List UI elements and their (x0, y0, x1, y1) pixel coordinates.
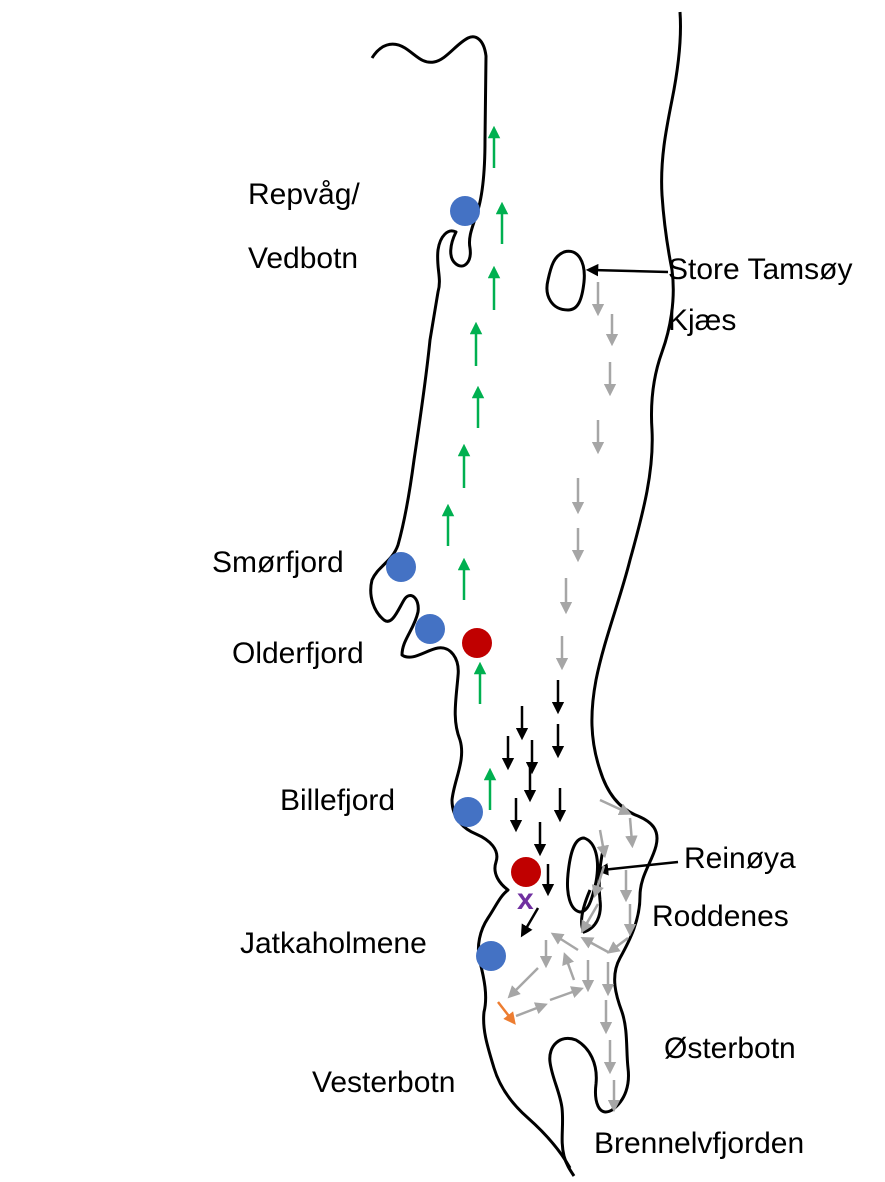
site-smorfjord (386, 552, 416, 582)
site-billefjord (453, 797, 483, 827)
site-repvag (450, 196, 480, 226)
gray-arrow (591, 865, 606, 898)
pointer-reinoya (595, 860, 679, 876)
black-arrow (520, 907, 540, 938)
gray-arrows (555, 282, 619, 671)
gray-circulation-arrows (507, 798, 638, 1113)
black-arrows (501, 680, 567, 938)
gray-arrow (625, 817, 638, 849)
reinoya-island (566, 836, 599, 914)
site-olderfjord (415, 614, 445, 644)
blue-sites (386, 196, 506, 971)
label-billefjord: Billefjord (280, 784, 395, 817)
gray-arrow (549, 986, 584, 1002)
label-vesterbotn: Vesterbotn (312, 1066, 455, 1099)
label-brennelvfjorden: Brennelvfjorden (594, 1127, 804, 1160)
label-jatkaholmene: Jatkaholmene (240, 927, 427, 960)
gray-arrow (580, 937, 609, 954)
gray-arrow (607, 937, 629, 954)
label-reinoya: Reinøya (684, 842, 796, 875)
gray-arrow (596, 829, 610, 859)
label-vedbotn: Vedbotn (248, 242, 358, 275)
label-kjaes: Kjæs (668, 304, 736, 337)
label-roddenes: Roddenes (652, 900, 789, 933)
pointer-store-tamsoy (585, 263, 669, 277)
site-red-south (511, 857, 541, 887)
store-tamsoy-island (545, 249, 586, 312)
x-marker: x (517, 883, 534, 916)
east-coastline (548, 11, 683, 1177)
label-osterbotn: Østerbotn (664, 1032, 796, 1065)
site-jatkaholmene (476, 941, 506, 971)
gray-arrow (599, 798, 632, 816)
label-smorfjord: Smørfjord (212, 546, 344, 579)
site-red-olderfjord (462, 628, 492, 658)
green-arrows (441, 125, 509, 810)
gray-arrow (550, 932, 579, 952)
inner-bay-edge (580, 845, 606, 934)
orange-arrow (497, 1001, 516, 1025)
gray-arrow (507, 967, 539, 999)
gray-arrow (562, 952, 576, 981)
label-store-tamsoy: Store Tamsøy (668, 253, 853, 286)
label-repvag: Repvåg/ (248, 178, 360, 211)
red-sites (462, 628, 541, 887)
gray-arrow (580, 903, 600, 934)
gray-arrow (515, 1002, 548, 1018)
label-olderfjord: Olderfjord (232, 637, 364, 670)
